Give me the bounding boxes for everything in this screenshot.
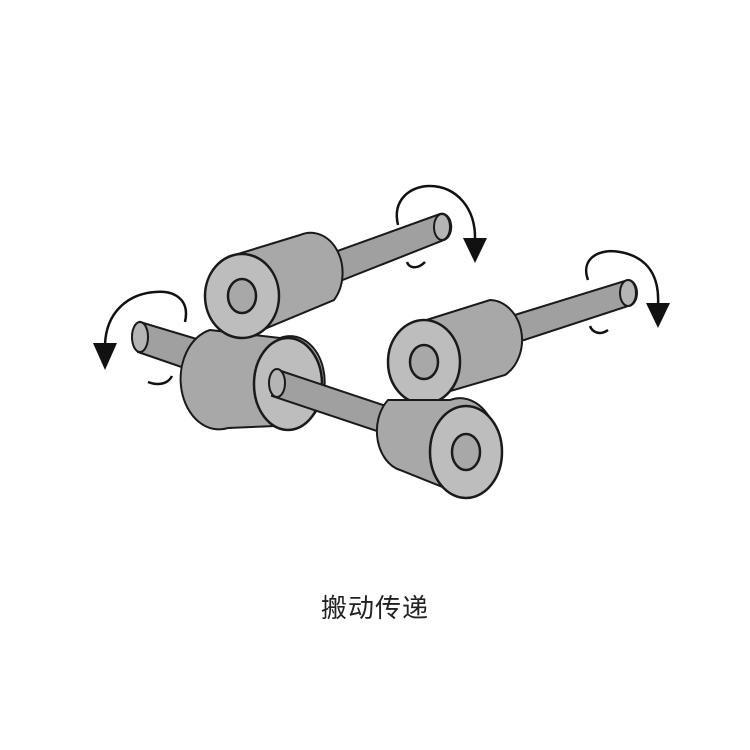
right-top-shaft	[503, 278, 638, 346]
rotation-arrow-left	[93, 290, 188, 386]
arrowhead-icon	[646, 303, 670, 328]
right-bottom-roller	[375, 397, 504, 500]
arrowhead-icon	[463, 238, 487, 263]
figure-caption: 搬动传递	[320, 594, 429, 624]
left-top-shaft	[316, 212, 453, 287]
left-top-roller	[203, 231, 344, 340]
right-top-roller	[386, 298, 524, 406]
rotation-arrow-top-left	[395, 184, 487, 269]
rotation-arrow-top-right	[585, 249, 670, 335]
arrowhead-icon	[93, 343, 117, 370]
